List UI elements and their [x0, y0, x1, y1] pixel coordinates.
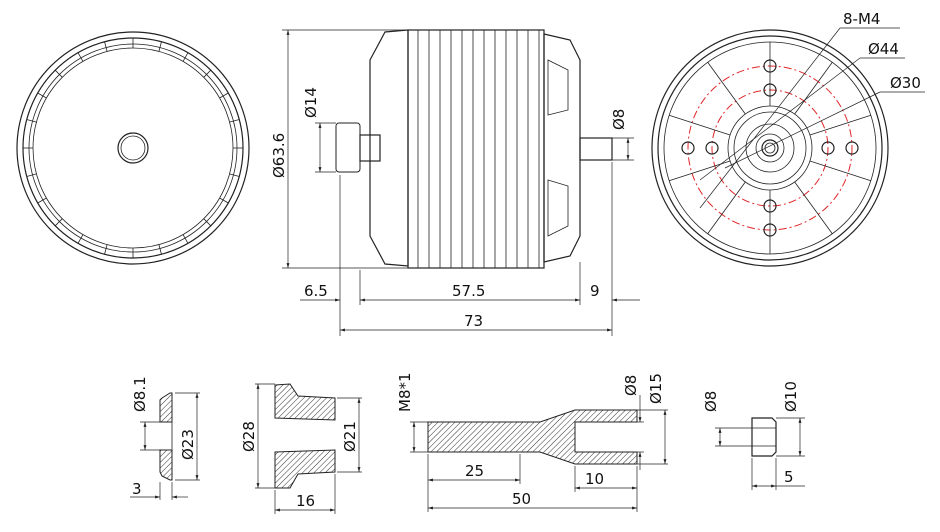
pcd-inner-label: Ø30 [890, 74, 921, 92]
dim-shaft-length: 9 [590, 282, 600, 300]
front-view: 8-M4 Ø44 Ø30 [651, 10, 925, 267]
spoke [707, 62, 746, 115]
spacer-part: Ø8 Ø10 5 [702, 381, 805, 490]
side-view: Ø63.6 Ø14 Ø8 6.5 57.5 9 73 [270, 29, 640, 336]
rim-notch [54, 69, 63, 78]
washer-outer-diameter: Ø23 [179, 429, 197, 460]
cone-outer-diameter: Ø28 [240, 421, 258, 452]
rim-notch [219, 197, 229, 204]
washer-part: Ø8.1 Ø23 3 [130, 376, 200, 500]
spoke [669, 114, 731, 136]
spoke [794, 181, 833, 234]
rim-notch [158, 244, 162, 255]
prop-shaft-part: M8*1 Ø8 Ø15 25 10 50 [396, 372, 668, 512]
rim-notch [158, 41, 162, 52]
mount-hole [681, 141, 695, 155]
cone-length: 16 [296, 492, 315, 510]
mount-hole [763, 199, 777, 213]
washer-inner-diameter: Ø8.1 [131, 376, 149, 412]
rim-notch [37, 92, 47, 99]
spacer-length: 5 [784, 468, 794, 486]
rim-notch [26, 173, 37, 177]
spoke [707, 181, 746, 234]
spoke [809, 160, 871, 182]
dim-hub-length: 6.5 [304, 282, 328, 300]
washer-thickness: 3 [132, 480, 142, 498]
spoke [794, 62, 833, 115]
rim-notch [229, 173, 240, 177]
mount-hole [705, 141, 719, 155]
rim-notch [182, 234, 189, 244]
rim-notch [182, 52, 189, 62]
rim-notch [104, 244, 108, 255]
dim-total-length: 73 [464, 312, 483, 330]
shaft-thread: M8*1 [396, 372, 414, 412]
dim-shaft-diameter: Ø8 [610, 109, 628, 130]
dim-body-length: 57.5 [452, 282, 485, 300]
rim-notch [203, 218, 212, 227]
spacer-outer-diameter: Ø10 [782, 381, 800, 412]
rim-notch [104, 41, 108, 52]
shaft-thread-length: 25 [465, 462, 484, 480]
mount-hole [763, 223, 777, 237]
shaft-bore-diameter: Ø8 [622, 375, 640, 396]
mount-hole [763, 83, 777, 97]
mount-hole [763, 59, 777, 73]
spoke [669, 160, 731, 182]
pcd-outer-label: Ø44 [868, 40, 899, 58]
rim-notch [219, 92, 229, 99]
rim-notch [26, 119, 37, 123]
rim-notch [37, 197, 47, 204]
mount-hole [821, 141, 835, 155]
mount-hole [845, 141, 859, 155]
rim-notch [54, 218, 63, 227]
shaft-bore-length: 10 [585, 470, 604, 488]
dim-hub-diameter: Ø14 [302, 87, 320, 118]
rim-notch [203, 69, 212, 78]
spacer-inner-diameter: Ø8 [702, 391, 720, 412]
cone-adapter-part: Ø28 Ø21 16 [240, 383, 362, 514]
rim-notch [77, 52, 84, 62]
cone-inner-diameter: Ø21 [341, 421, 359, 452]
rim-notch [77, 234, 84, 244]
rim-notch [229, 119, 240, 123]
rear-view [16, 31, 250, 265]
spoke [809, 114, 871, 136]
shaft-outer-diameter: Ø15 [647, 373, 665, 404]
bolt-pattern-label: 8-M4 [843, 10, 880, 28]
dim-outer-diameter: Ø63.6 [270, 133, 288, 178]
shaft-total-length: 50 [512, 490, 531, 508]
